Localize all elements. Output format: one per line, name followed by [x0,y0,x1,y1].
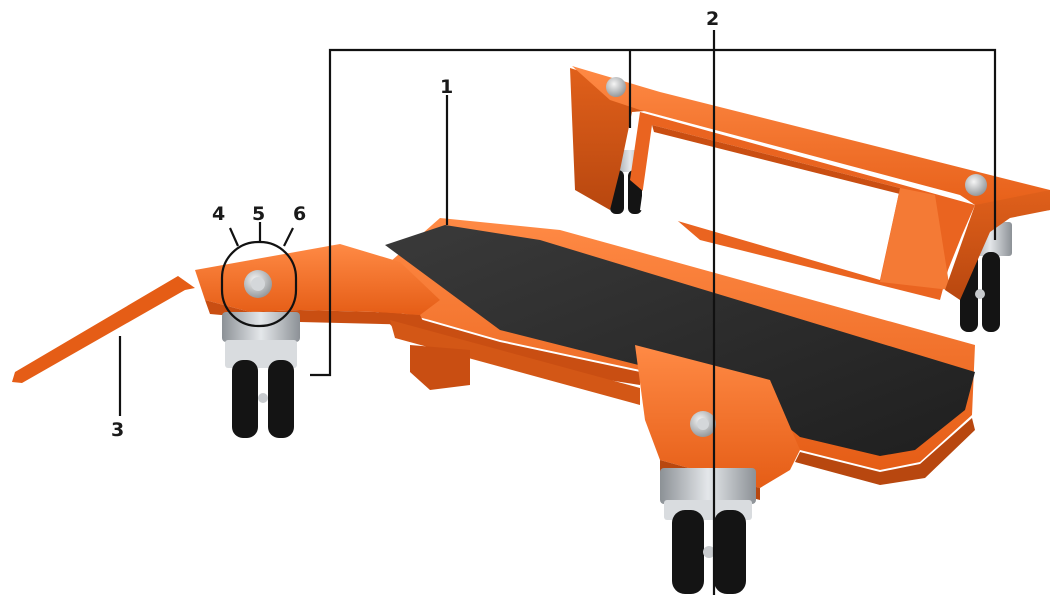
callout-5: 5 [252,203,265,225]
callout-2: 2 [706,8,719,30]
leader-6 [283,227,294,247]
leader-lines [118,30,997,595]
caster-front [660,468,756,594]
rubber-pad [385,225,975,456]
callout-4: 4 [212,203,225,225]
handle-assembly [12,244,440,383]
callout-labels: 1 2 3 4 5 6 [111,8,719,441]
callout-1: 1 [440,76,453,98]
leader-2-bracket [310,48,997,377]
base-plate [330,218,975,485]
linkage-bar [390,320,640,405]
caster-front-left [222,312,300,438]
leader-4 [228,227,240,247]
callout-3: 3 [111,419,124,441]
callout-6: 6 [293,203,306,225]
